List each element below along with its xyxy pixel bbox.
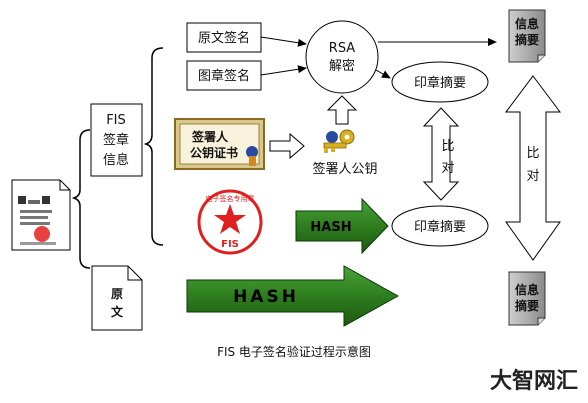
original-doc-char2: 文	[111, 304, 124, 319]
seal-digest-top-label: 印章摘要	[414, 75, 466, 91]
key-to-rsa-arrow	[326, 95, 358, 125]
watermark: 大智网汇	[490, 368, 578, 394]
seal-fis-text: FIS	[221, 239, 239, 250]
original-signature-box: 原文签名	[186, 22, 262, 53]
public-key-certificate: 签署人 公钥证书	[174, 118, 265, 170]
seal-digest-bottom: 印章摘要	[391, 205, 489, 247]
seal-arc-text: 电子签名专用章	[206, 194, 255, 203]
left-brace	[71, 129, 91, 269]
rsa-line1: RSA	[329, 41, 356, 56]
original-doc-char1: 原	[111, 287, 123, 301]
certificate-to-key-arrow	[269, 132, 305, 160]
info-digest-top-line1: 信息	[515, 16, 539, 31]
hash-arrow-big: HASH	[186, 265, 400, 327]
fis-info-line1: FIS	[106, 113, 126, 128]
seal-signature-label: 图章签名	[198, 68, 250, 84]
rsa-line2: 解密	[329, 58, 355, 74]
compare-big-char2: 对	[526, 169, 539, 184]
info-digest-bottom-line1: 信息	[515, 282, 539, 297]
info-digest-bottom: 信息 摘要	[508, 271, 546, 326]
compare-small-char1: 比	[441, 139, 454, 154]
source-document-thumbnail	[11, 179, 71, 251]
key-icon	[323, 129, 355, 153]
info-digest-bottom-line2: 摘要	[515, 298, 539, 313]
signer-public-key-label: 签署人公钥	[312, 161, 377, 177]
compare-small-char2: 对	[441, 161, 454, 176]
fis-info-line3: 信息	[103, 152, 129, 168]
hash-small-label: HASH	[310, 220, 351, 235]
original-document: 原 文	[91, 265, 143, 331]
seal-signature-box: 图章签名	[186, 60, 262, 91]
compare-big-char1: 比	[526, 146, 539, 161]
inner-brace	[143, 47, 164, 246]
diagram-caption: FIS 电子签名验证过程示意图	[217, 344, 371, 359]
seal-digest-top: 印章摘要	[391, 61, 489, 103]
certificate-line2: 公钥证书	[190, 145, 238, 160]
fis-signature-info-box: FIS 签章 信息	[90, 103, 143, 177]
compare-arrow-big: 比 对	[505, 75, 561, 261]
info-digest-top-line2: 摘要	[515, 32, 539, 47]
arrow-seal-to-rsa	[260, 65, 307, 76]
seal-digest-bottom-label: 印章摘要	[414, 219, 466, 235]
arrow-rsa-to-seal-digest	[375, 69, 391, 79]
hash-big-label: HASH	[233, 287, 299, 307]
original-signature-label: 原文签名	[198, 30, 250, 46]
arrow-original-to-rsa	[260, 36, 307, 47]
certificate-line1: 签署人	[191, 129, 229, 144]
red-seal-stamp: 电子签名专用章 FIS	[197, 189, 263, 255]
rsa-decrypt-node: RSA 解密	[305, 20, 379, 94]
info-digest-top: 信息 摘要	[508, 9, 546, 63]
fis-info-line2: 签章	[103, 132, 129, 148]
hash-arrow-small: HASH	[295, 197, 389, 255]
compare-arrow-small: 比 对	[422, 107, 460, 201]
